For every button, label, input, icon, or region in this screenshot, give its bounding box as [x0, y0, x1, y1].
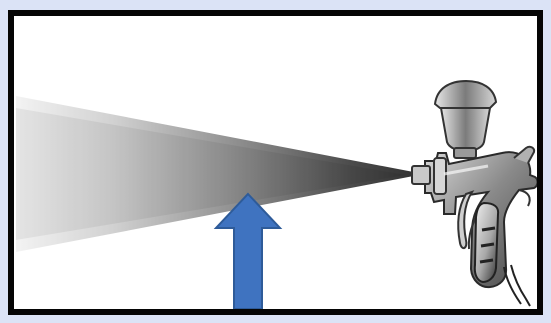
- diagram-frame: [8, 10, 543, 315]
- spray-diagram-svg: [14, 16, 537, 309]
- spray-cone: [16, 96, 424, 252]
- arrow-up-icon: [213, 192, 283, 309]
- spray-gun-icon: [411, 79, 537, 307]
